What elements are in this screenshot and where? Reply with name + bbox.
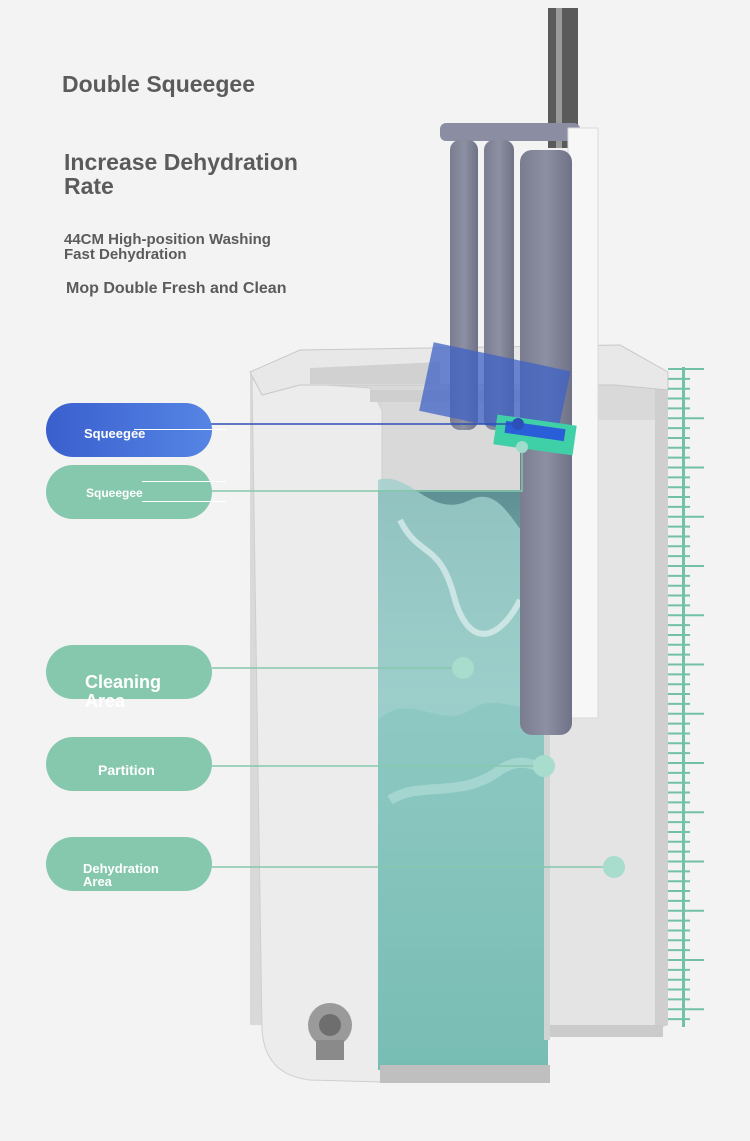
callout-connectors — [175, 418, 625, 878]
callout-dehydration-area: Dehydration Area — [46, 837, 212, 891]
callout-cleaning-area: Cleaning Area — [46, 645, 212, 710]
callout-squeegee-blue: Squeegee — [46, 403, 226, 457]
bucket-illustration — [249, 344, 669, 1083]
drain-plug-icon — [308, 1003, 352, 1060]
headline-subtitle: Increase Dehydration Rate — [64, 149, 298, 200]
headline-title: Double Squeegee — [62, 71, 255, 97]
callout-label: Partition — [98, 761, 155, 778]
callout-label: Squeegee — [84, 425, 146, 441]
callout-squeegee-green: Squeegee — [46, 465, 226, 519]
feature-text-1: 44CM High-position Washing Fast Dehydrat… — [64, 231, 271, 263]
ruler-scale — [668, 367, 704, 1027]
feature-text-2: Mop Double Fresh and Clean — [66, 280, 287, 297]
callout-partition: Partition — [46, 737, 212, 791]
callout-label: Cleaning Area — [85, 671, 162, 711]
callout-label: Squeegee — [86, 485, 143, 500]
callout-label: Dehydration Area — [83, 860, 159, 890]
